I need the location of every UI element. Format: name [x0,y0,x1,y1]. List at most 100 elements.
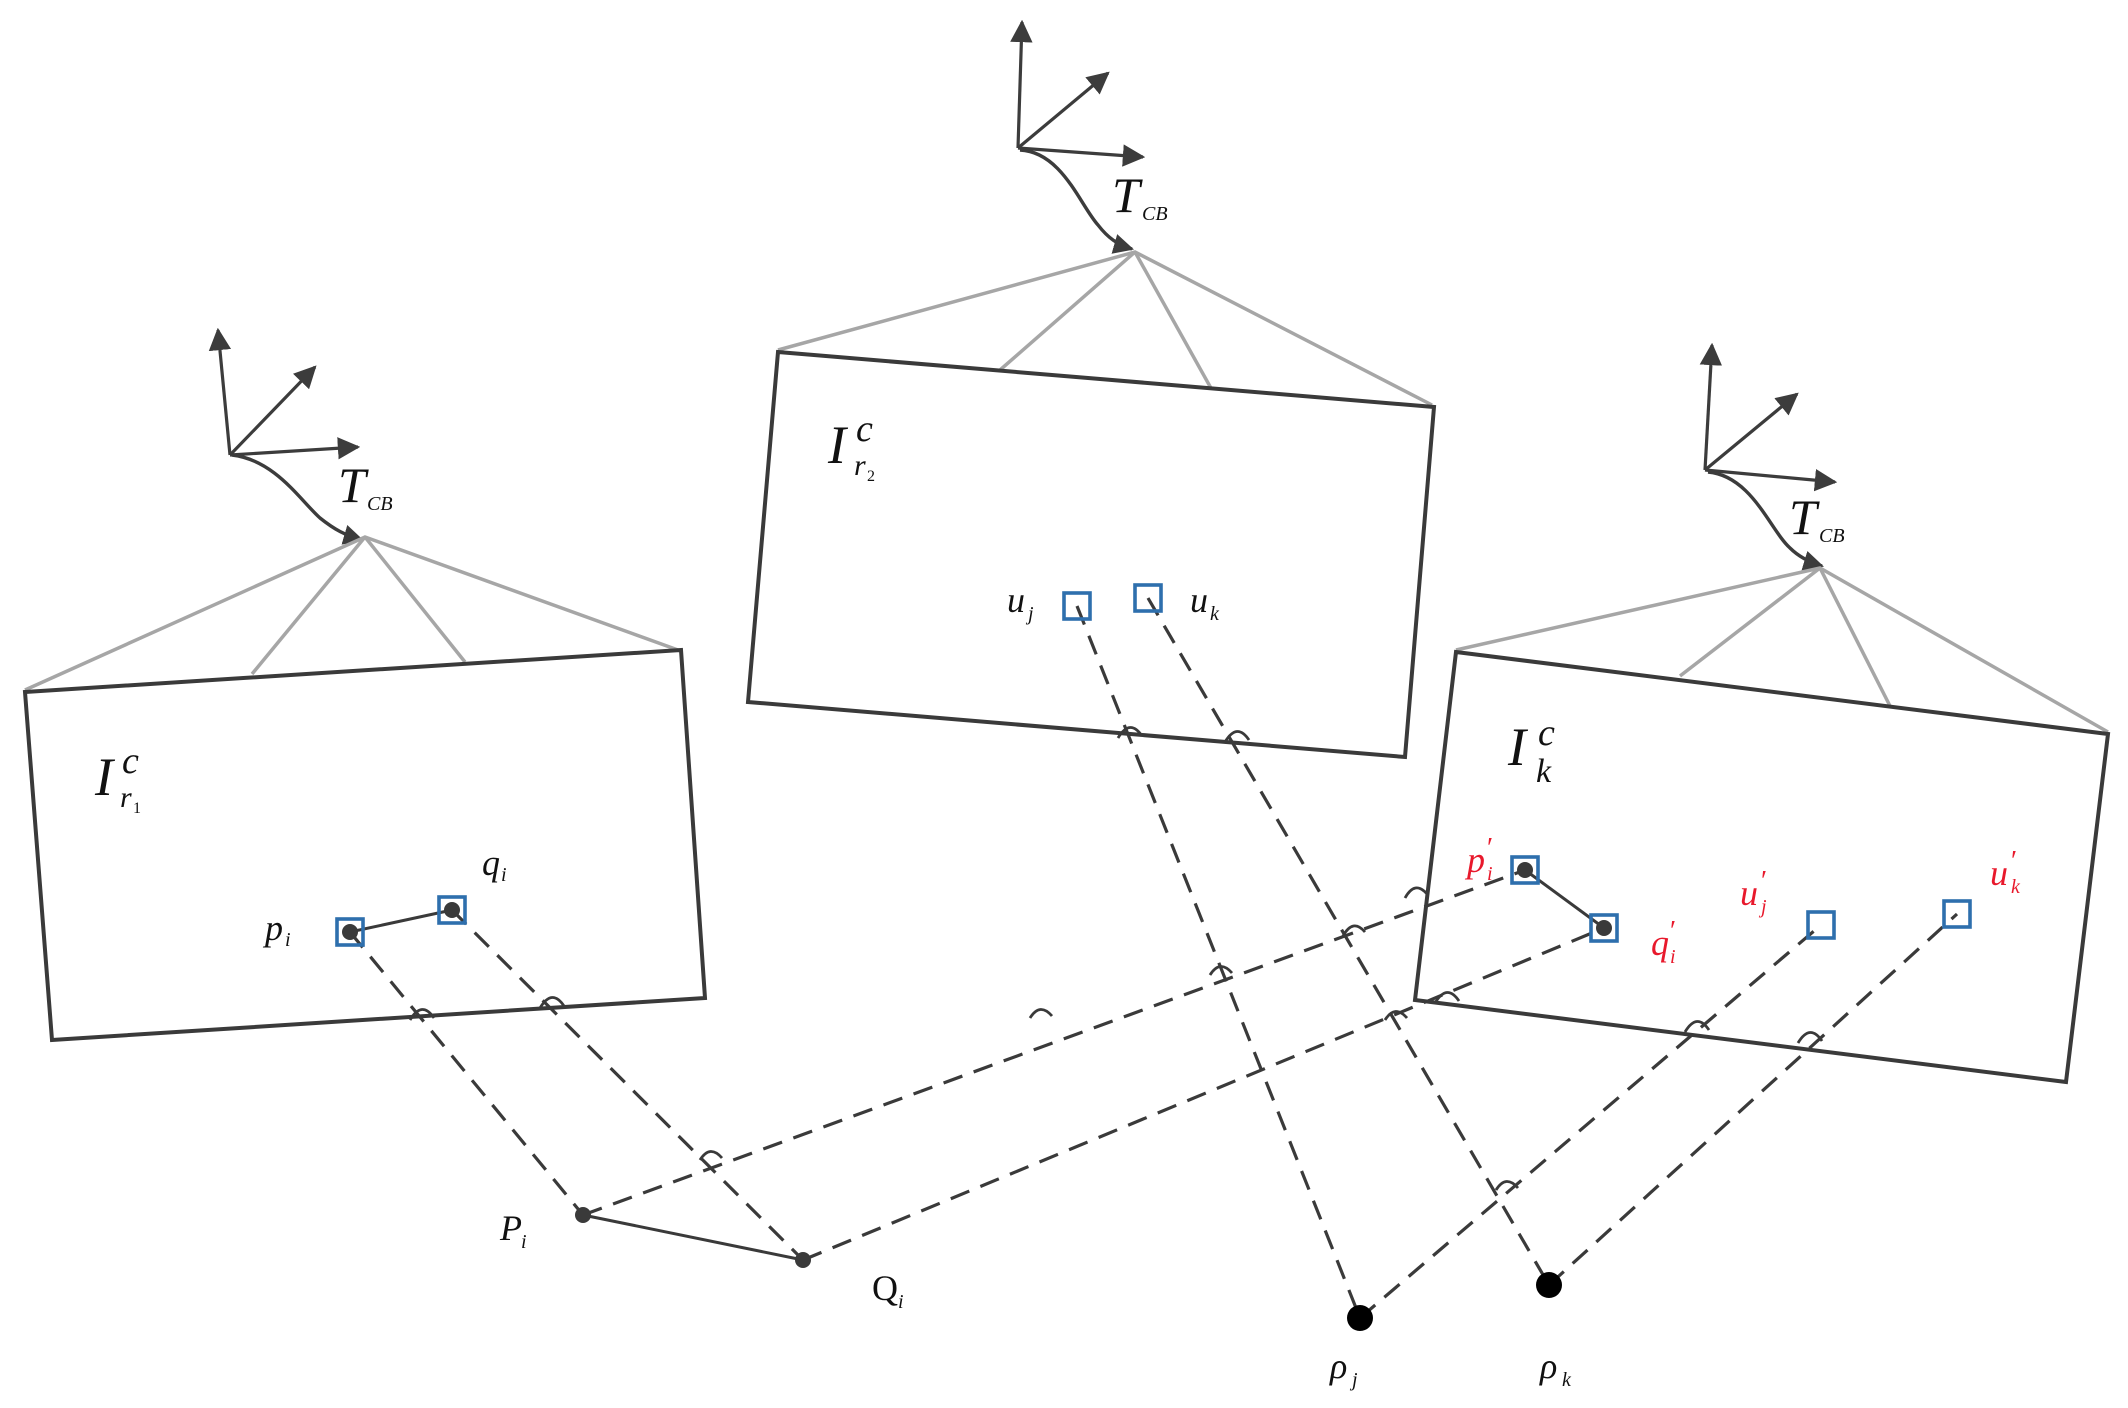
label-pi: p i [262,908,291,951]
transform-curve [231,453,364,545]
point-pi-prime-dot [1517,862,1533,878]
tcb-sub: CB [1819,525,1845,547]
frame-label-r2: I c r 2 [827,408,875,485]
frame-label-main: I [94,747,116,807]
ray-Qi-qi-prime [802,926,1605,1262]
point-pi-dot [342,924,358,940]
tcb-label-left: T CB [338,457,393,515]
square-feature-marker [1062,591,1092,621]
label-pi-prime: p ′ i [1464,833,1493,885]
landmark-rhok-dot [1536,1272,1562,1298]
label-sub: j [1349,1369,1358,1391]
image-plane [1412,649,2111,1085]
frame-label-main: I [1507,717,1529,777]
point-qi-dot [444,902,460,918]
frame-label-sup: c [1538,712,1555,754]
label-sub: j [1025,603,1034,625]
landmark-Qi-dot [795,1252,811,1268]
frame-label-sup: c [122,740,139,782]
label-prime: ′ [1761,866,1767,897]
frame-label-sub: k [1536,753,1552,790]
tcb-main: T [338,457,369,513]
tcb-main: T [1112,167,1143,223]
three-axis-coordinate-icon [1699,342,1838,492]
three-axis-coordinate-icon [1010,19,1146,167]
square-feature-marker [1589,913,1619,943]
tcb-label-middle: T CB [1112,167,1168,225]
ray-pi-Pi [348,930,585,1217]
transform-curve [1707,470,1824,571]
label-main: u [1740,873,1758,913]
label-sub: i [501,864,507,886]
frame-label-sup: c [856,408,873,450]
segment-Pi-Qi [582,1213,804,1262]
frame-label-r1: I c r 1 [94,740,141,817]
image-frame-r2 [745,250,1437,760]
label-sub: k [1210,603,1220,625]
image-plane [745,349,1437,760]
frame-label-sub: r [120,781,132,814]
frame-label-sub: r [854,449,866,482]
tcb-sub: CB [1142,203,1168,225]
label-sub: k [2011,876,2021,898]
label-main: p [1464,840,1485,880]
square-feature-marker [437,895,467,925]
image-plane [22,647,708,1043]
projection-rays [348,597,1959,1320]
landmark-rhoj-dot [1347,1305,1373,1331]
landmark-Pi-dot [575,1207,591,1223]
frame-label-k: I c k [1507,712,1555,790]
feature-markers [335,583,1972,947]
label-qi-prime: q ′ i [1651,916,1676,968]
label-main: ρ [1539,1346,1557,1386]
three-axis-coordinate-icon [208,327,361,460]
ray-qi-Qi [450,908,805,1262]
label-uj: u j [1007,580,1034,625]
label-sub: i [898,1291,904,1313]
crossing-hops [408,726,1824,1191]
body-frame-right [1699,342,1838,571]
image-frame-k [1412,566,2111,1085]
label-sub: j [1758,896,1767,918]
body-frame-middle [1010,19,1146,254]
label-main: u [1990,853,2008,893]
label-uk: u k [1190,580,1220,625]
point-qi-prime-dot [1596,920,1612,936]
label-main: p [262,908,283,948]
tcb-label-right: T CB [1789,489,1845,547]
label-uk-prime: u ′ k [1990,846,2021,898]
ray-Pi-pi-prime [582,868,1526,1217]
label-prime: ′ [2011,846,2017,877]
image-frame-r1 [22,535,708,1043]
label-main: P [499,1208,522,1248]
label-uj-prime: u ′ j [1740,866,1767,918]
label-sub: i [521,1231,527,1253]
label-qi: q i [482,843,507,886]
square-feature-marker [1942,899,1972,929]
label-prime: ′ [1487,833,1493,864]
label-main: Q [872,1268,898,1308]
label-main: q [1651,923,1669,963]
square-feature-marker [1510,855,1540,885]
label-main: q [482,843,500,883]
body-frame-left [208,327,364,545]
tcb-sub: CB [367,493,393,515]
label-prime: ′ [1670,916,1676,947]
label-main: u [1190,580,1208,620]
square-feature-marker [1806,910,1836,940]
label-rhok: ρ k [1539,1346,1572,1391]
label-main: ρ [1329,1346,1347,1386]
label-Qi: Q i [872,1268,904,1313]
segment-pi-qi [349,908,453,934]
label-rhoj: ρ j [1329,1346,1358,1391]
transform-curve [1019,148,1134,254]
frame-label-subsub: 2 [867,468,875,485]
label-sub: i [1487,863,1493,885]
label-sub: i [285,929,291,951]
frame-label-subsub: 1 [133,800,141,817]
label-sub: i [1670,946,1676,968]
ray-rhok-uk-prime [1547,912,1959,1287]
ray-rhoj-uj-prime [1358,923,1823,1320]
label-main: u [1007,580,1025,620]
